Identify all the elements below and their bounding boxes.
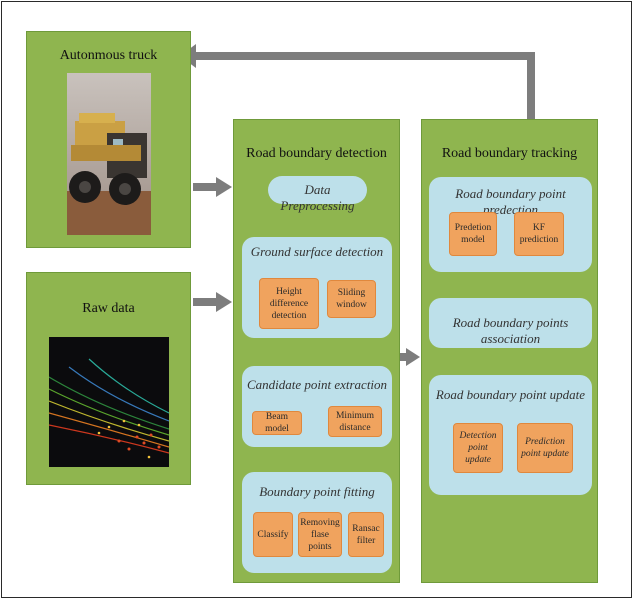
raw-data-panel: Raw data <box>26 272 191 485</box>
point-update-title: Road boundary point update <box>435 387 586 402</box>
detection-panel: Road boundary detection Data Preprocessi… <box>233 119 400 583</box>
truck-panel: Autonmous truck <box>26 31 191 248</box>
preprocessing-box: Data Preprocessing <box>268 176 367 213</box>
tracking-panel-title: Road boundary tracking <box>441 146 578 161</box>
detection-update-item: Detection point update <box>453 423 503 473</box>
prediction-update-item: Prediction point update <box>517 423 573 473</box>
sliding-window-item: Sliding window <box>327 280 376 318</box>
classify-item: Classify <box>253 512 293 557</box>
prediction-model-item: Predetion model <box>449 212 497 256</box>
ransac-filter-item: Ransac filter <box>348 512 384 557</box>
minimum-distance-item: Minimum distance <box>328 406 382 437</box>
candidate-point-box: Candidate point extraction Beam model Mi… <box>242 366 392 447</box>
feedback-arrow <box>196 52 535 122</box>
candidate-point-title: Candidate point extraction <box>246 377 388 392</box>
detection-panel-title: Road boundary detection <box>246 146 387 161</box>
point-cloud-image <box>49 337 169 467</box>
kf-prediction-item: KF prediction <box>514 212 564 256</box>
removing-false-points-item: Removing flase points <box>298 512 342 557</box>
point-prediction-box: Road boundary point predection Predetion… <box>429 177 592 272</box>
points-association-box: Road boundary points association <box>429 298 592 348</box>
point-update-box: Road boundary point update Detection poi… <box>429 375 592 495</box>
truck-panel-title: Autonmous truck <box>59 48 158 63</box>
raw-data-panel-title: Raw data <box>82 301 135 316</box>
points-association-label: Road boundary points association <box>452 315 569 346</box>
boundary-fitting-box: Boundary point fitting Classify Removing… <box>242 472 392 573</box>
tracking-panel: Road boundary tracking Road boundary poi… <box>421 119 598 583</box>
truck-photo <box>67 73 151 235</box>
height-difference-item: Height difference detection <box>259 278 319 329</box>
preprocessing-label: Data Preprocessing <box>280 182 355 213</box>
beam-model-item: Beam model <box>252 411 302 435</box>
boundary-fitting-title: Boundary point fitting <box>259 484 375 499</box>
ground-surface-box: Ground surface detection Height differen… <box>242 237 392 338</box>
ground-surface-title: Ground surface detection <box>250 244 384 259</box>
